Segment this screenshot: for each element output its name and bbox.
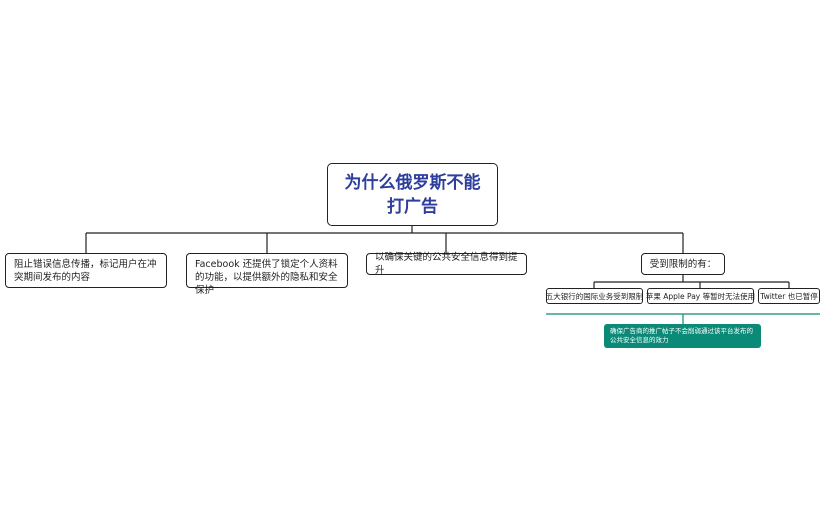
subnode-label: Twitter 也已暂停 (760, 291, 818, 301)
branch-node-public-safety[interactable]: 以确保关键的公共安全信息得到提升 (366, 252, 527, 276)
subnode-banks[interactable]: 五大银行的国际业务受到限制 (546, 288, 643, 304)
subnode-apple-pay[interactable]: 苹果 Apple Pay 等暂时无法使用 (645, 288, 756, 304)
branch-label: 阻止错误信息传播，标记用户在冲突期间发布的内容 (14, 259, 157, 283)
subnode-label: 苹果 Apple Pay 等暂时无法使用 (645, 291, 756, 301)
callout-label: 确保广告商的推广帖子不会削弱通过该平台发布的公共安全信息的效力 (610, 327, 753, 344)
root-topic[interactable]: 为什么俄罗斯不能打广告 (327, 163, 498, 226)
branch-node-facebook-lock[interactable]: Facebook 还提供了锁定个人资料的功能，以提供额外的隐私和安全保护 (186, 253, 348, 296)
branch-label: 受到限制的有： (649, 258, 717, 270)
branch-label: 以确保关键的公共安全信息得到提升 (375, 252, 518, 276)
branch-node-misinformation[interactable]: 阻止错误信息传播，标记用户在冲突期间发布的内容 (5, 253, 167, 288)
subnode-twitter[interactable]: Twitter 也已暂停 (758, 288, 820, 304)
root-topic-label: 为什么俄罗斯不能打广告 (344, 172, 481, 217)
branch-label: Facebook 还提供了锁定个人资料的功能，以提供额外的隐私和安全保护 (195, 259, 338, 296)
summary-callout[interactable]: 确保广告商的推广帖子不会削弱通过该平台发布的公共安全信息的效力 (604, 324, 761, 348)
subnode-label: 五大银行的国际业务受到限制 (545, 291, 644, 301)
branch-node-restricted[interactable]: 受到限制的有： (641, 253, 725, 275)
